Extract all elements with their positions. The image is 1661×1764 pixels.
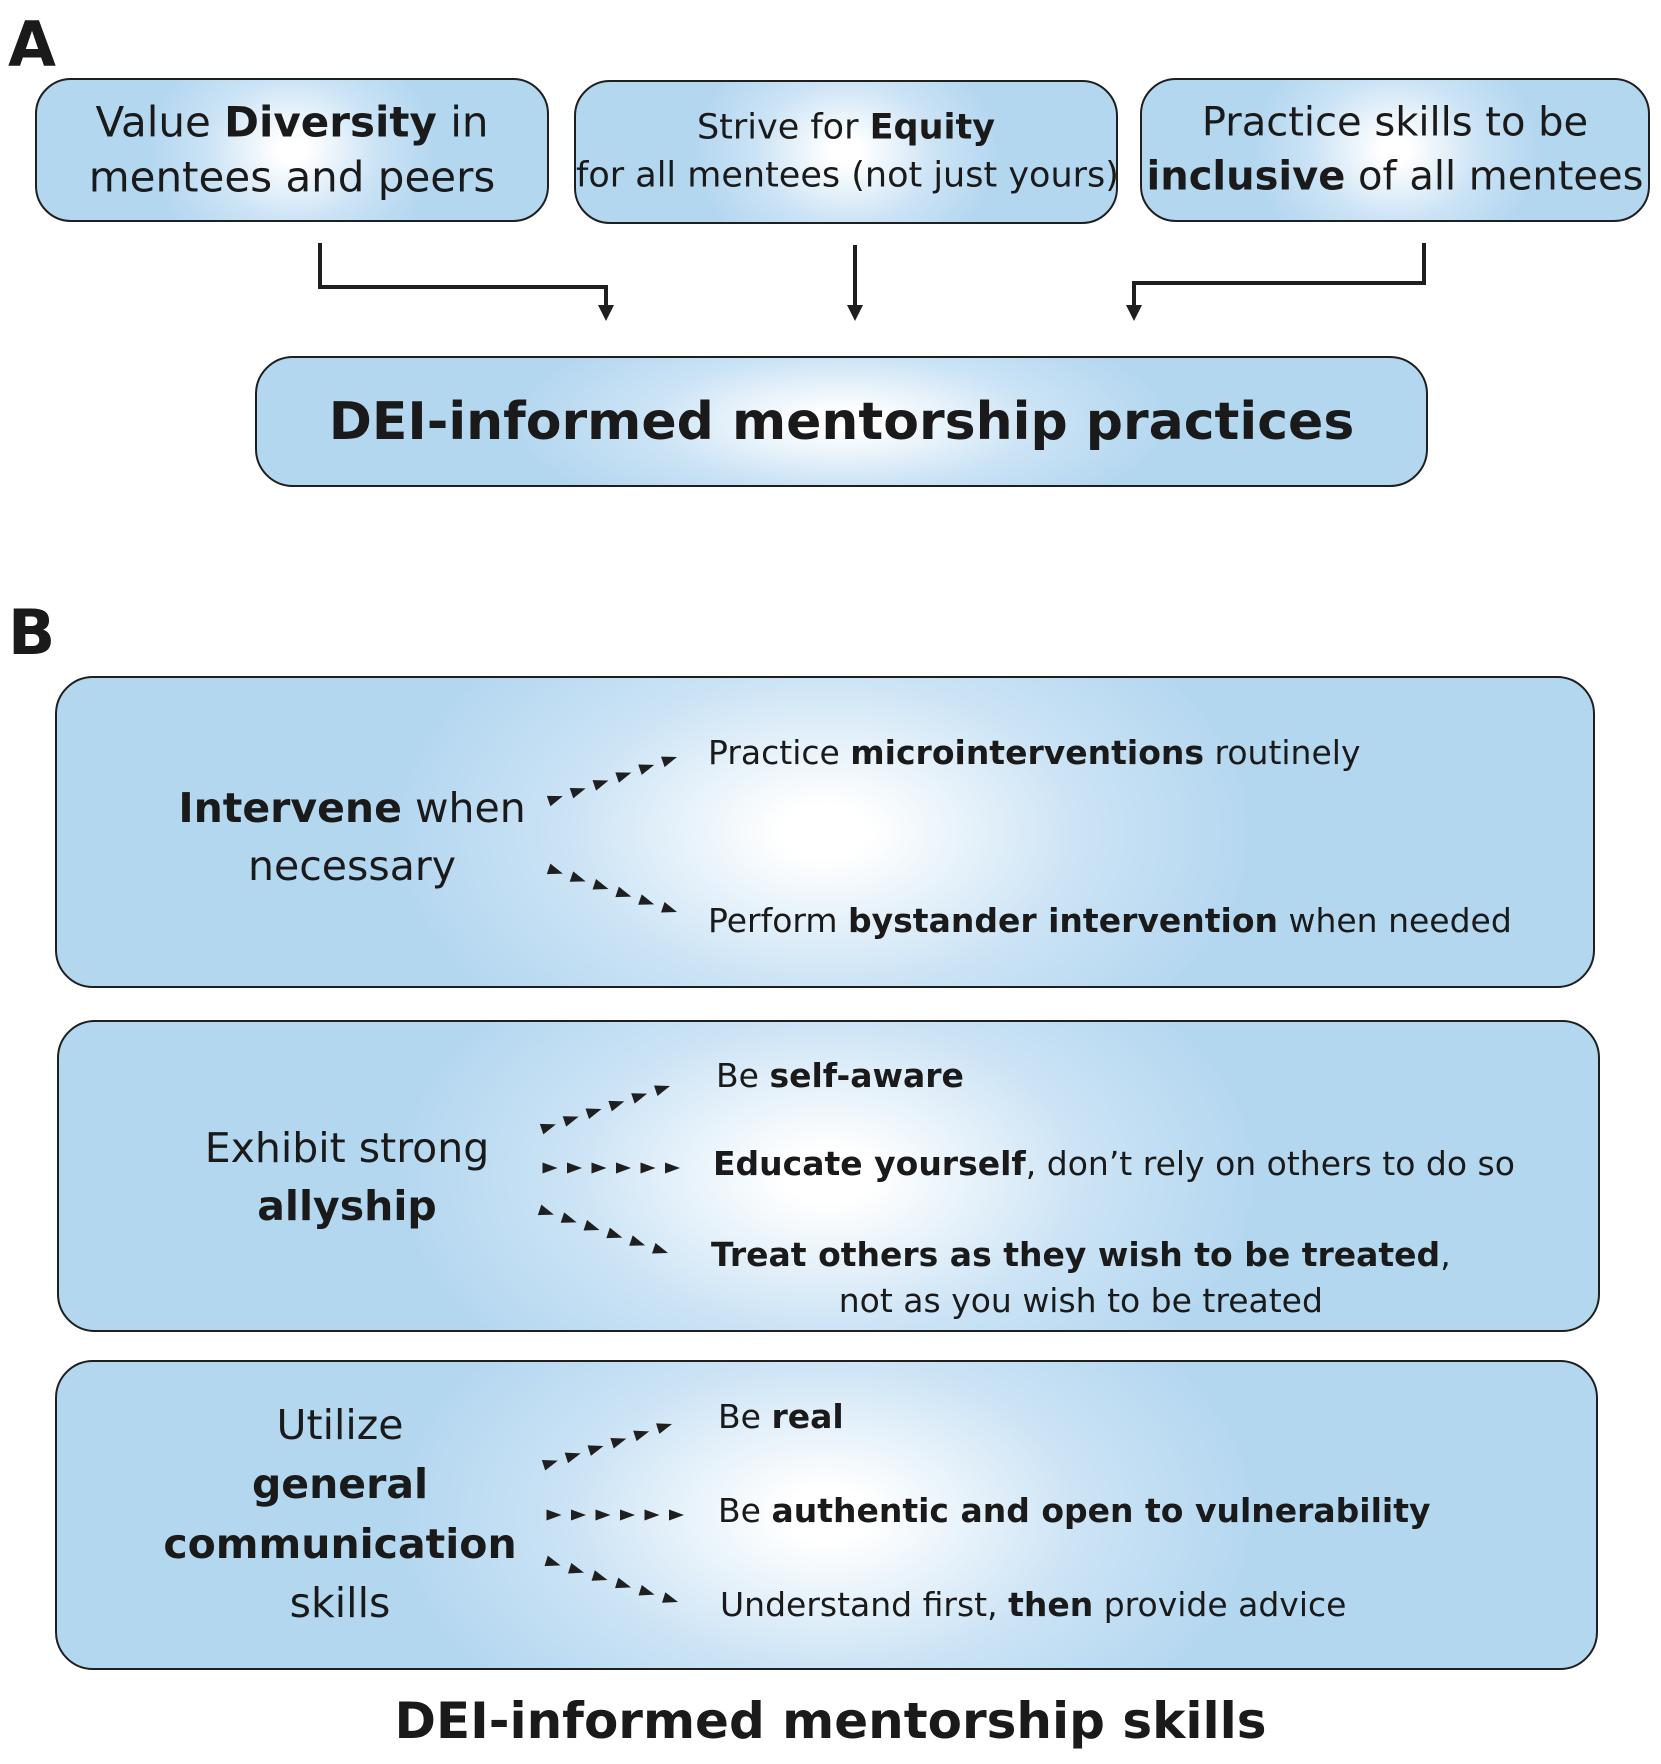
dashed-arrow-intervene-to-bystander (546, 863, 677, 913)
arrow-dash (629, 1235, 646, 1246)
dashed-arrow-communication-to-real (541, 1423, 672, 1471)
intervene-box (55, 676, 1595, 988)
arrow-dash (665, 1162, 680, 1174)
arrow-dash (620, 1509, 635, 1521)
self-aware-item: Be self-aware (716, 1055, 964, 1095)
arrow-dash (546, 1509, 562, 1521)
arrow-dash (669, 1509, 684, 1521)
inclusive-box: Practice skills to be inclusive of all m… (1140, 78, 1650, 222)
arrow-dash (585, 1108, 602, 1119)
inclusive-keyword: inclusive (1146, 153, 1346, 199)
arrow-dash (592, 780, 609, 791)
arrow-dash (568, 1562, 584, 1574)
inclusive-text: Practice skills to be inclusive of all m… (1146, 99, 1644, 199)
value-diversity-text: Value Diversity in mentees and peers (88, 97, 496, 202)
panel-a-arrowheads (598, 305, 1142, 321)
microinterventions-item: Practice microinterventions routinely (708, 732, 1361, 772)
educate-yourself-item: Educate yourself, don’t rely on others t… (713, 1143, 1515, 1183)
arrow-dash (542, 1162, 558, 1174)
diversity-keyword: Diversity (224, 97, 437, 147)
arrow-dash (567, 1162, 582, 1174)
dei-practices-box: DEI-informed mentorship practices (255, 356, 1428, 487)
arrow-dash (654, 1085, 670, 1096)
arrow-dash (537, 1204, 554, 1216)
arrow-dash (546, 863, 563, 875)
arrow-dash (638, 894, 655, 905)
dashed-arrow-communication-to-authentic (546, 1509, 684, 1521)
dashed-arrows (537, 756, 684, 1603)
arrow-dash (608, 1100, 625, 1112)
strive-equity-text: Strive for Equity for all mentees (not j… (576, 107, 1119, 196)
panel-a-label: A (8, 8, 56, 81)
arrow-dash (661, 756, 677, 768)
intervene-lead: Intervene when necessary (178, 783, 526, 890)
arrow-dash (587, 1445, 604, 1456)
arrow-dash (546, 795, 563, 807)
arrow-dash (564, 1452, 581, 1464)
arrow-dash (544, 1555, 561, 1567)
arrow-dash (631, 1093, 648, 1104)
arrow-dash (571, 1509, 586, 1521)
arrow-dash (661, 902, 677, 913)
arrow-dash (638, 1584, 655, 1596)
arrow-dash (562, 1116, 579, 1127)
understand-first-item: Understand first, then provide advice (720, 1584, 1347, 1624)
allyship-keyword: allyship (257, 1182, 437, 1230)
dashed-arrow-allyship-to-educate (542, 1162, 680, 1174)
arrowhead-left (598, 305, 614, 321)
arrow-dash (569, 787, 586, 799)
arrow-dash (606, 1227, 623, 1239)
arrow-dash (656, 1423, 672, 1434)
arrow-dash (569, 871, 586, 882)
equity-keyword: Equity (869, 107, 996, 148)
arrow-dash (662, 1592, 678, 1603)
arrow-dash (591, 1162, 607, 1174)
communication-lead: Utilize general communication skills (163, 1401, 517, 1628)
arrow-dash (592, 879, 609, 890)
dashed-arrow-communication-to-understand (544, 1555, 678, 1603)
allyship-box (57, 1020, 1600, 1332)
connector-left (318, 243, 608, 305)
arrow-dash (591, 1570, 608, 1581)
arrow-dash (610, 1438, 627, 1449)
dashed-arrow-intervene-to-microinterventions (546, 756, 677, 807)
arrow-dash (615, 772, 632, 783)
arrowhead-right (1126, 305, 1142, 321)
intervene-keyword: Intervene (178, 783, 402, 832)
arrow-dash (583, 1220, 600, 1231)
arrow-dash (616, 1162, 631, 1174)
value-diversity-box: Value Diversity in mentees and peers (35, 78, 549, 222)
panel-b-label: B (8, 596, 56, 669)
arrow-dash (560, 1212, 577, 1223)
arrow-dash (615, 886, 632, 898)
connector-right (1132, 243, 1426, 305)
arrow-dash (640, 1162, 656, 1174)
arrow-dash (633, 1430, 650, 1442)
arrow-dash (539, 1123, 556, 1135)
arrow-dash (652, 1243, 668, 1254)
arrow-dash (615, 1577, 631, 1589)
panel-a-connectors (318, 243, 1426, 305)
dashed-arrow-allyship-to-treat-others (537, 1204, 668, 1254)
communication-box (55, 1360, 1598, 1670)
allyship-lead: Exhibit strong allyship (204, 1123, 490, 1230)
bystander-item: Perform bystander intervention when need… (708, 900, 1512, 940)
be-real-item: Be real (718, 1396, 844, 1436)
authentic-item: Be authentic and open to vulnerability (718, 1490, 1431, 1530)
strive-equity-box: Strive for Equity for all mentees (not j… (574, 80, 1119, 224)
dei-practices-text: DEI-informed mentorship practices (328, 391, 1355, 452)
dashed-arrow-allyship-to-self-aware (539, 1085, 670, 1135)
arrow-dash (541, 1460, 558, 1471)
arrow-dash (644, 1509, 660, 1521)
dei-skills-title: DEI-informed mentorship skills (394, 1692, 1267, 1750)
arrowhead-center (847, 305, 863, 321)
arrow-dash (638, 764, 655, 775)
arrow-dash (595, 1509, 611, 1521)
treat-others-item: Treat others as they wish to be treated,… (711, 1234, 1451, 1320)
